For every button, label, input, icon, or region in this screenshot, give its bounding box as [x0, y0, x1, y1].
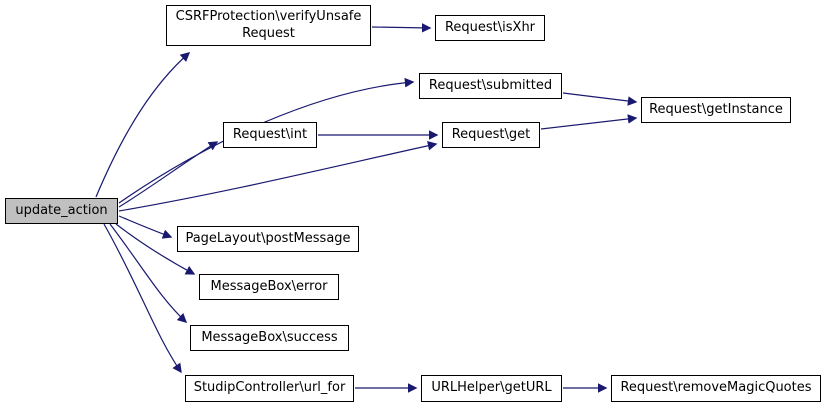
edge-request-submitted-to-request-getinstance [562, 92, 638, 106]
node-messagebox-success[interactable]: MessageBox\success [190, 325, 349, 351]
node-request-getinstance[interactable]: Request\getInstance [641, 97, 791, 123]
node-label: MessageBox\error [210, 278, 328, 294]
node-urlhelper-geturl[interactable]: URLHelper\getURL [421, 375, 562, 402]
node-label: StudipController\url_for [193, 380, 346, 396]
node-label: Request\get [451, 126, 531, 142]
node-label: PageLayout\postMessage [185, 230, 351, 246]
edge-update_action-to-messagebox-error [115, 223, 196, 275]
node-messagebox-error[interactable]: MessageBox\error [199, 274, 339, 300]
edge-update_action-to-pagelayout-postmessage [118, 215, 173, 239]
node-label: MessageBox\success [201, 329, 338, 345]
node-label: CSRFProtection\verifyUnsafe [175, 9, 362, 25]
edge-csrf-verify-unsafe-to-request-isxhr [371, 23, 432, 33]
edge-update_action-to-request-int [118, 141, 219, 208]
node-label: Request [242, 25, 295, 41]
node-label: Request\getInstance [649, 101, 783, 117]
edge-update_action-to-request-get [118, 141, 438, 212]
node-label: URLHelper\getURL [431, 380, 552, 396]
node-request-int[interactable]: Request\int [223, 122, 317, 148]
edge-request-get-to-request-getinstance [540, 114, 638, 130]
node-request-isxhr[interactable]: Request\isXhr [435, 15, 545, 41]
node-label: Request\isXhr [444, 19, 536, 35]
node-label: Request\int [232, 126, 308, 142]
node-label: Request\submitted [428, 77, 553, 93]
node-request-submitted[interactable]: Request\submitted [419, 73, 562, 99]
node-label: Request\removeMagicQuotes [620, 380, 812, 396]
edge-update_action-to-csrf-verify-unsafe [95, 52, 191, 198]
node-request-removemagicquotes[interactable]: Request\removeMagicQuotes [611, 375, 821, 402]
node-pagelayout-postmessage[interactable]: PageLayout\postMessage [177, 226, 359, 252]
edge-update_action-to-request-submitted [118, 77, 415, 204]
node-studipcontroller-url_for[interactable]: StudipController\url_for [185, 375, 354, 402]
node-request-get[interactable]: Request\get [442, 122, 540, 148]
node-label: update_action [15, 202, 108, 218]
edge-update_action-to-studipcontroller-url_for [103, 223, 182, 374]
node-update_action: update_action [5, 198, 118, 224]
edge-update_action-to-messagebox-success [109, 223, 188, 323]
